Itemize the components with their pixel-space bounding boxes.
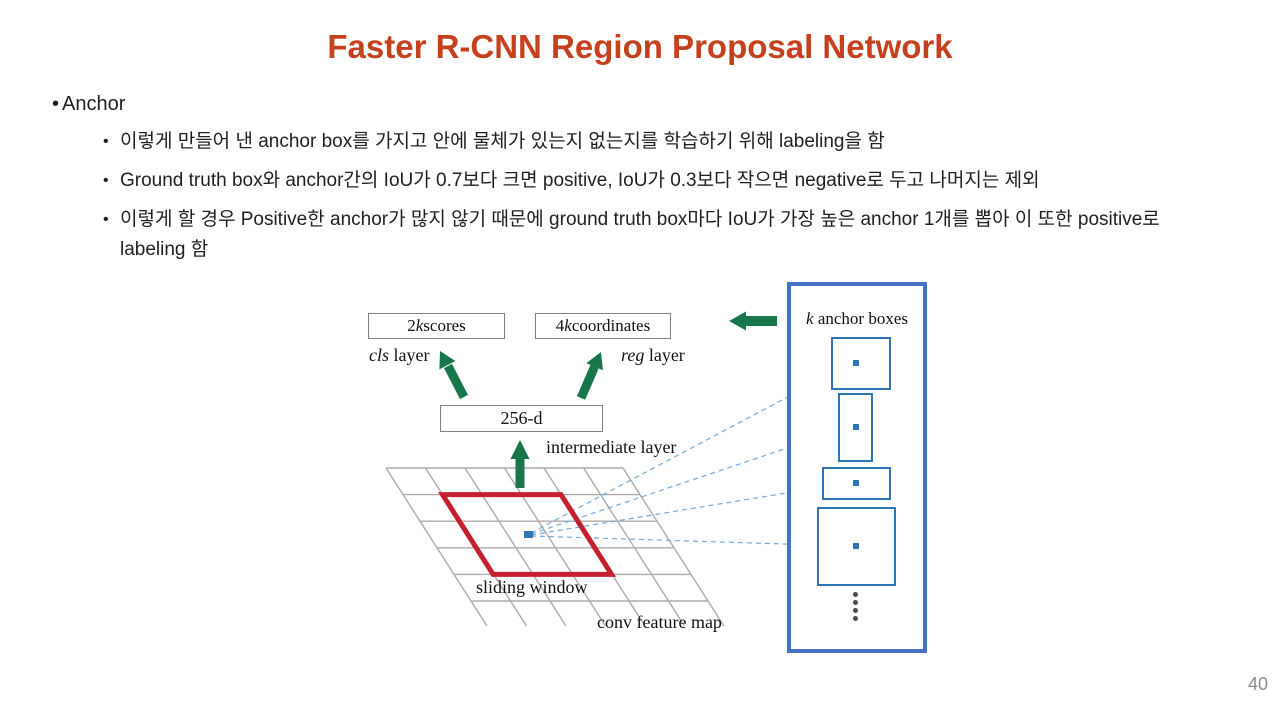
bullet-text: Ground truth box와 anchor간의 IoU가 0.7보다 크면… [120, 170, 1040, 191]
bullet-sublist: • 이렇게 만들어 낸 anchor box를 가지고 안에 물체가 있는지 없… [103, 127, 1216, 265]
sliding-window-center-dot [524, 531, 533, 538]
scores-k: k [415, 316, 424, 335]
arrow-left-anchors [729, 311, 777, 331]
bullet-marker: • [52, 93, 60, 115]
reg-italic: reg [621, 345, 645, 365]
anchor-box-1 [831, 337, 891, 390]
k-anchor-boxes-label: k anchor boxes [787, 309, 927, 329]
coords-k: k [564, 316, 572, 335]
ellipsis-dot [853, 616, 858, 621]
arrow-up-cls [439, 351, 468, 400]
ellipsis-dot [853, 592, 858, 597]
bullet-level1: • Anchor [44, 90, 1216, 118]
intermediate-layer-label: intermediate layer [546, 437, 677, 457]
reg-suffix: layer [644, 345, 685, 365]
bullet-marker: • [103, 133, 109, 150]
cls-italic: cls [369, 345, 389, 365]
coords-suffix: coordinates [571, 316, 651, 335]
arrow-up-reg [576, 352, 603, 400]
list-item: • 이렇게 할 경우 Positive한 anchor가 많지 않기 때문에 g… [103, 205, 1216, 265]
page-number: 40 [1247, 674, 1268, 694]
anchor-box-2 [838, 393, 873, 462]
sliding-window-outline [437, 492, 617, 577]
anchor-center-dot [853, 424, 859, 430]
cls-layer-label: cls layer [369, 345, 429, 366]
conv-feature-map-label: conv feature map [597, 612, 722, 632]
cls-suffix: layer [389, 345, 430, 365]
anchor-center-dot [853, 543, 859, 549]
conv-feature-map-grid [385, 467, 725, 627]
k-italic: k [806, 309, 814, 328]
anchor-center-dot [853, 480, 859, 486]
256d-text: 256-d [500, 408, 543, 428]
bullet-text: 이렇게 할 경우 Positive한 anchor가 많지 않기 때문에 gro… [120, 209, 1160, 260]
list-item: • 이렇게 만들어 낸 anchor box를 가지고 안에 물체가 있는지 없… [103, 127, 1216, 157]
list-item: • Ground truth box와 anchor간의 IoU가 0.7보다 … [103, 166, 1216, 196]
reg-layer-label: reg layer [621, 345, 685, 366]
anchor-center-dot [853, 360, 859, 366]
scores-suffix: scores [423, 316, 466, 335]
bullet-marker: • [103, 172, 109, 189]
bullet-level1-text: Anchor [62, 93, 126, 115]
scores-text: 2 [407, 316, 416, 335]
slide-title: Faster R-CNN Region Proposal Network [327, 28, 953, 65]
256d-box: 256-d [440, 405, 603, 432]
bullet-text: 이렇게 만들어 낸 anchor box를 가지고 안에 물체가 있는지 없는지… [120, 131, 885, 152]
coords-text: 4 [555, 316, 565, 335]
k-suffix: anchor boxes [813, 309, 908, 328]
bullet-marker: • [103, 211, 109, 228]
sliding-window-label: sliding window [476, 577, 588, 597]
bullet-list: • Anchor • 이렇게 만들어 낸 anchor box를 가지고 안에 … [44, 90, 1216, 265]
arrow-up-intermediate [510, 440, 530, 488]
ellipsis-dot [853, 608, 858, 613]
ellipsis-dot [853, 600, 858, 605]
